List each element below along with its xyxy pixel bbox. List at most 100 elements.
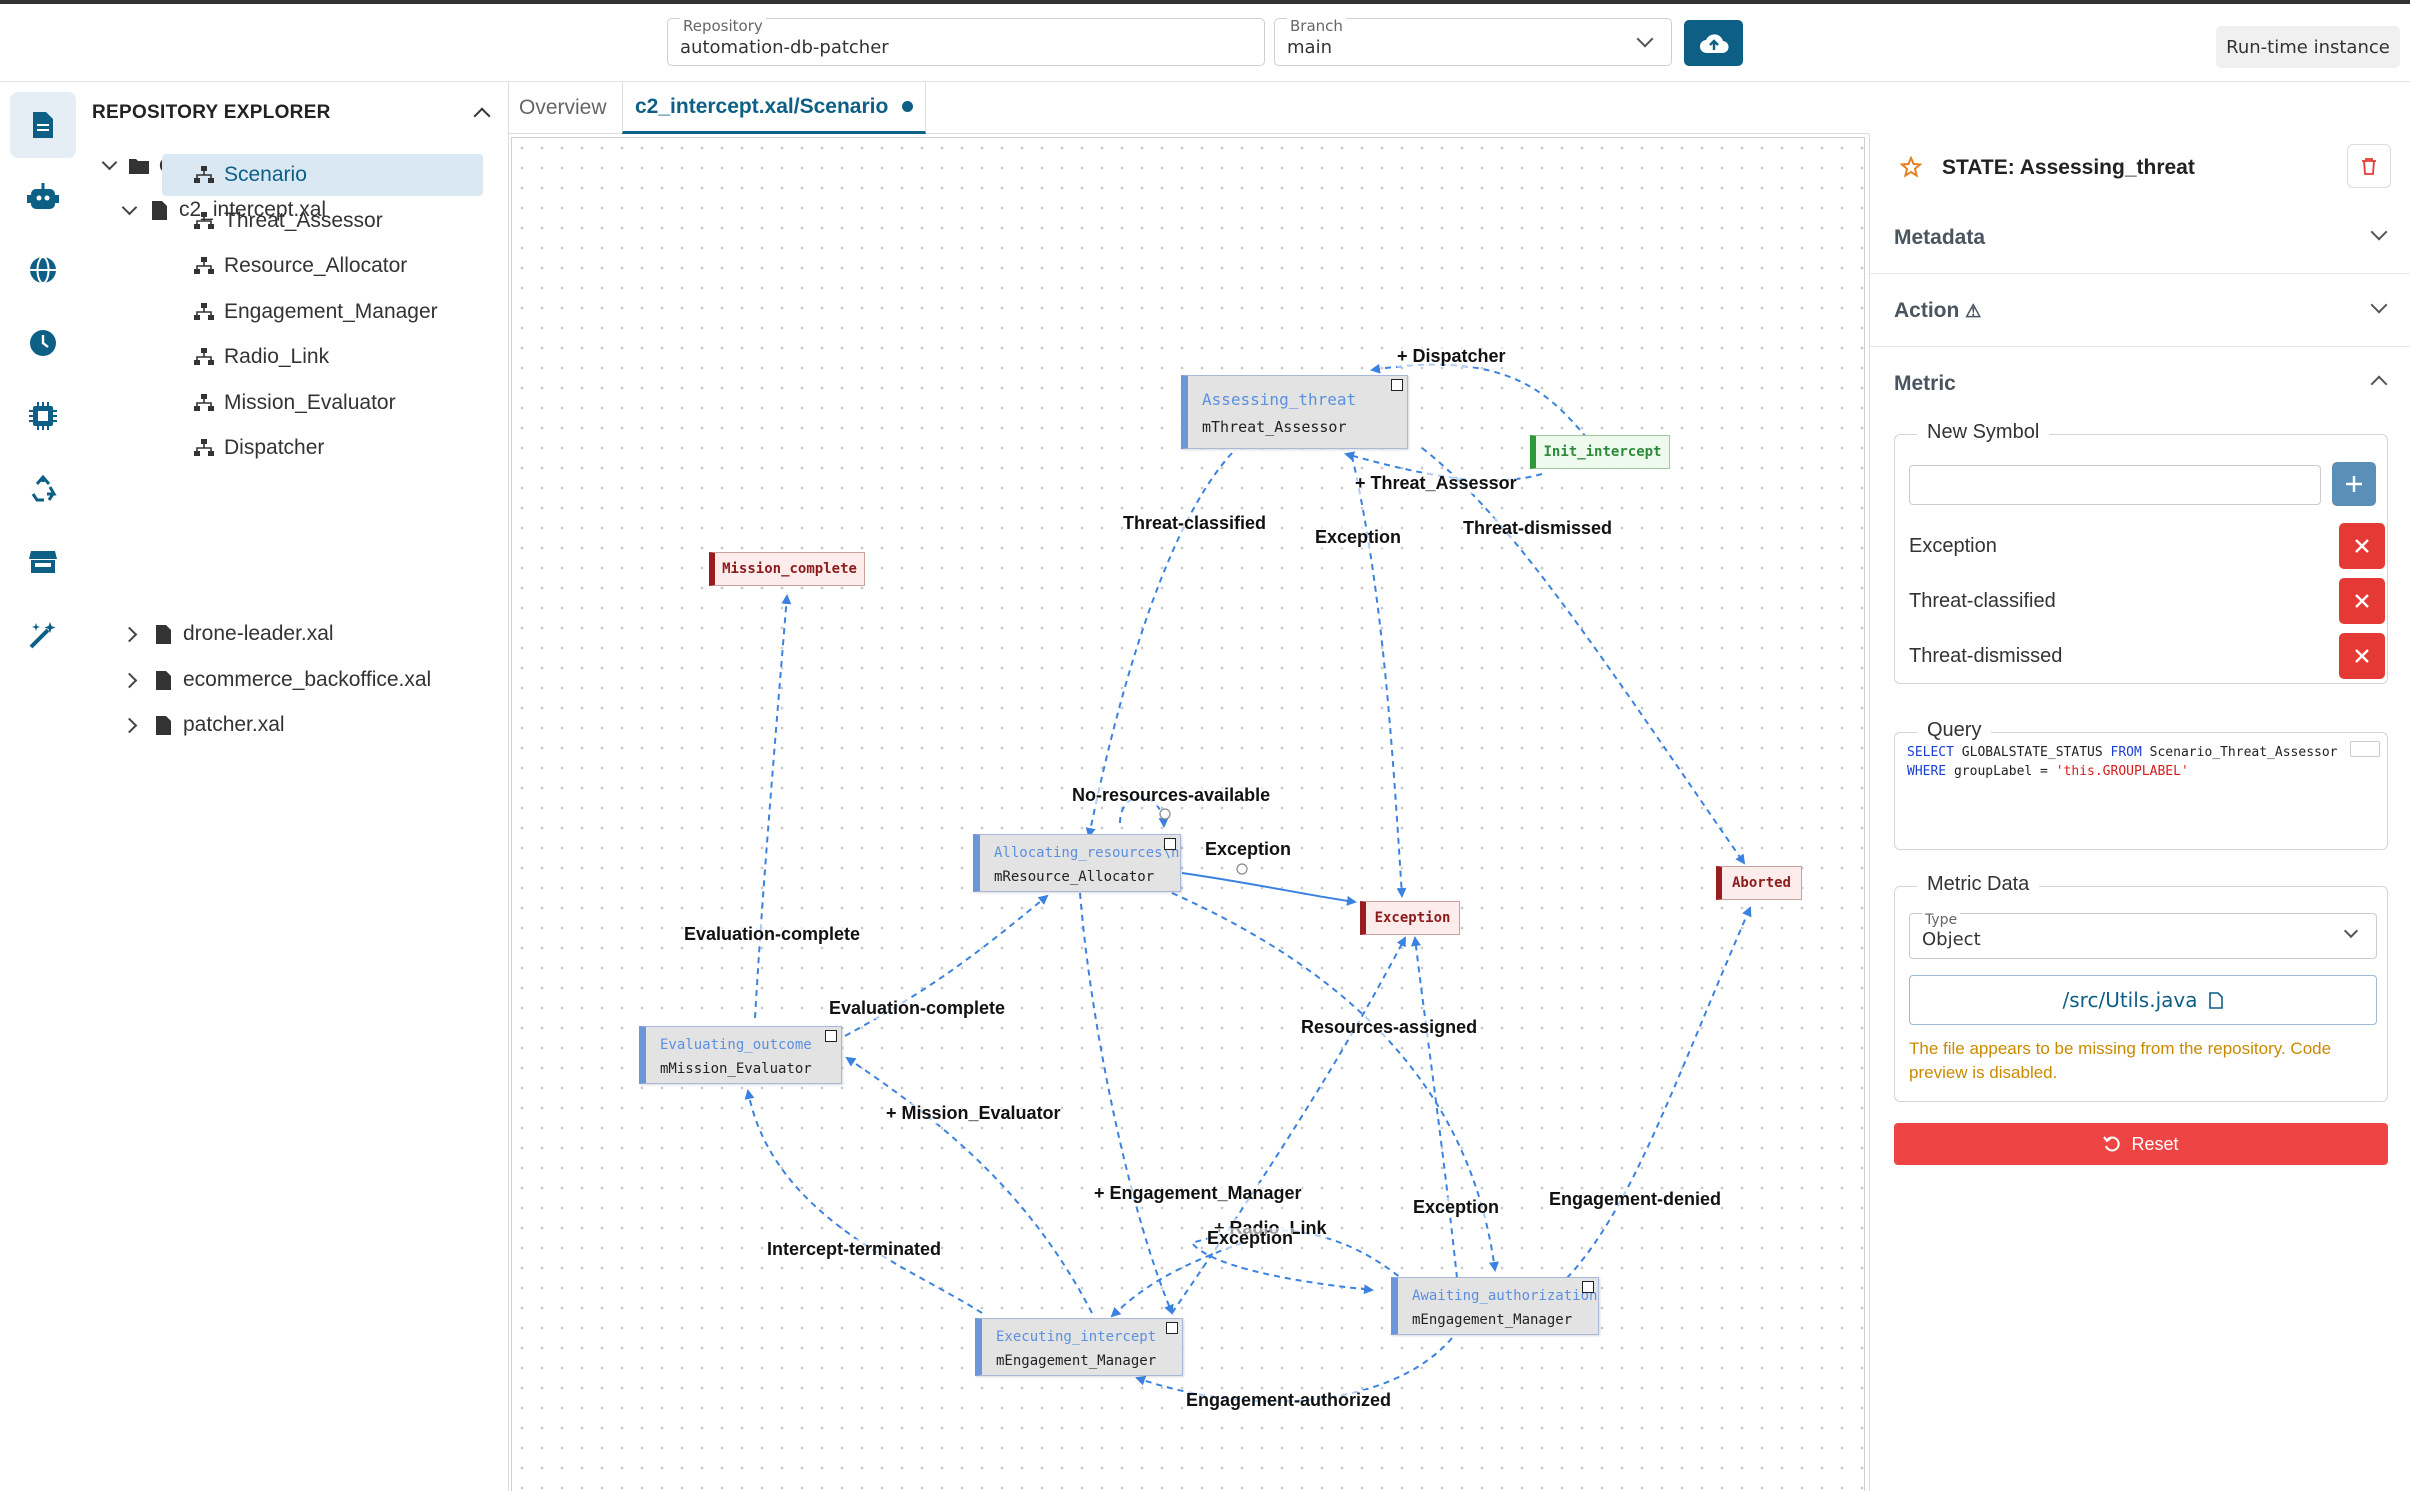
terminal-init-intercept[interactable]: Init_intercept xyxy=(1530,435,1670,469)
flow-diagram-icon xyxy=(194,392,214,414)
tree-scenario-label: Mission_Evaluator xyxy=(224,390,396,414)
tree-scenario-engagement-manager[interactable]: Engagement_Manager xyxy=(162,291,438,333)
file-icon xyxy=(2209,991,2224,1009)
delete-state-button[interactable] xyxy=(2347,144,2391,188)
tree-scenario-scenario[interactable]: Scenario xyxy=(162,154,483,196)
tree-scenario-dispatcher[interactable]: Dispatcher xyxy=(162,427,324,469)
close-icon xyxy=(2355,594,2369,608)
explorer-title: REPOSITORY EXPLORER xyxy=(92,102,331,123)
expand-toggle-icon[interactable] xyxy=(825,1030,837,1042)
file-link-button[interactable]: /src/Utils.java xyxy=(1909,975,2377,1025)
type-select[interactable]: Type Object xyxy=(1909,912,2377,959)
state-node-evaluating[interactable]: Evaluating_outcome mMission_Evaluator xyxy=(639,1026,842,1084)
chevron-down-icon xyxy=(2370,223,2388,241)
recycle-icon[interactable] xyxy=(10,456,76,522)
edge-allocating-executing xyxy=(1079,892,1174,1315)
diagram-canvas[interactable]: Assessing_threat mThreat_Assessor Alloca… xyxy=(511,137,1865,1491)
branch-select[interactable]: Branch main xyxy=(1274,17,1672,66)
unsaved-dot-icon xyxy=(902,101,914,112)
edge-label: Resources-assigned xyxy=(1301,1017,1478,1038)
terminal-mission-complete[interactable]: Mission_complete xyxy=(709,552,865,586)
reset-button[interactable]: Reset xyxy=(1894,1123,2388,1165)
terminal-aborted[interactable]: Aborted xyxy=(1716,866,1802,900)
tree-file-drone-leader[interactable]: drone-leader.xal xyxy=(121,612,334,656)
plus-icon xyxy=(2346,476,2362,492)
add-symbol-button[interactable] xyxy=(2332,462,2376,506)
store-icon[interactable] xyxy=(10,529,76,595)
edge-label: Engagement-authorized xyxy=(1186,1390,1392,1411)
edge-label: Evaluation-complete xyxy=(684,924,861,945)
remove-symbol-button[interactable] xyxy=(2339,633,2385,679)
tree-scenario-radio-link[interactable]: Radio_Link xyxy=(162,336,329,378)
star-icon[interactable] xyxy=(1899,155,1923,182)
runtime-instance-button[interactable]: Run-time instance xyxy=(2216,26,2400,68)
expand-toggle-icon[interactable] xyxy=(1582,1281,1594,1293)
accordion-metric[interactable]: Metric xyxy=(1870,348,2410,420)
new-symbol-input[interactable] xyxy=(1909,465,2321,505)
tree-file-ecommerce[interactable]: ecommerce_backoffice.xal xyxy=(121,658,431,702)
tree-scenario-resource-allocator[interactable]: Resource_Allocator xyxy=(162,245,407,287)
edge-label: + Mission_Evaluator xyxy=(886,1103,1061,1124)
tree-scenario-threat-assessor[interactable]: Threat_Assessor xyxy=(162,200,383,242)
tree-file-label: drone-leader.xal xyxy=(183,622,334,645)
type-value: Object xyxy=(1922,929,1981,950)
edge-threat-dismissed xyxy=(1421,447,1746,865)
edge-label: Threat-dismissed xyxy=(1463,518,1613,539)
state-node-awaiting[interactable]: Awaiting_authorization mEngagement_Manag… xyxy=(1391,1277,1599,1335)
magic-wand-icon[interactable] xyxy=(10,602,76,668)
tree-file-label: c2_intercept.xal xyxy=(179,198,327,221)
chip-icon[interactable] xyxy=(10,383,76,449)
remove-symbol-button[interactable] xyxy=(2339,578,2385,624)
tree-scenario-mission-evaluator[interactable]: Mission_Evaluator xyxy=(162,382,396,424)
document-icon[interactable] xyxy=(10,92,76,158)
remove-symbol-button[interactable] xyxy=(2339,523,2385,569)
edge-mission-evaluator xyxy=(845,1056,1093,1314)
accordion-label: Action ⚠ xyxy=(1894,299,1982,322)
edge-handle-icon xyxy=(1236,863,1248,875)
file-icon xyxy=(149,199,169,221)
file-link-label: /src/Utils.java xyxy=(2062,988,2198,1012)
expand-toggle-icon[interactable] xyxy=(1391,379,1403,391)
tab-scenario[interactable]: c2_intercept.xal/Scenario xyxy=(622,82,927,134)
edge-label: Exception xyxy=(1315,527,1402,548)
state-node-assessing[interactable]: Assessing_threat mThreat_Assessor xyxy=(1181,375,1408,449)
symbol-label: Exception xyxy=(1909,535,1997,557)
chevron-right-icon xyxy=(121,626,138,642)
edge-awaiting-executing xyxy=(1135,1337,1453,1403)
new-symbol-legend: New Symbol xyxy=(1917,421,2050,444)
accordion-action[interactable]: Action ⚠ xyxy=(1870,275,2410,347)
symbol-row: Threat-dismissed xyxy=(1909,633,2385,681)
flow-diagram-icon xyxy=(194,346,214,368)
edge-label: Intercept-terminated xyxy=(767,1239,942,1260)
state-node-allocating[interactable]: Allocating_resources\n mResource_Allocat… xyxy=(973,834,1181,892)
globe-icon[interactable] xyxy=(10,237,76,303)
branch-label: Branch xyxy=(1287,17,1346,35)
tab-overview[interactable]: Overview xyxy=(519,96,607,119)
tree-scenario-label: Resource_Allocator xyxy=(224,254,408,277)
expand-toggle-icon[interactable] xyxy=(1166,1322,1178,1334)
chevron-up-icon[interactable] xyxy=(473,107,491,125)
robot-icon[interactable] xyxy=(10,164,76,230)
metric-data-group: Metric Data Type Object /src/Utils.java … xyxy=(1894,873,2388,1102)
upload-button[interactable] xyxy=(1684,20,1743,66)
panel-title: STATE: Assessing_threat xyxy=(1942,156,2195,179)
editor-tabs: Overview c2_intercept.xal/Scenario xyxy=(509,82,1869,134)
warning-icon: ⚠ xyxy=(1965,301,1982,321)
expand-toggle-icon[interactable] xyxy=(1164,838,1176,850)
reset-label: Reset xyxy=(2131,1133,2179,1154)
properties-panel: STATE: Assessing_threat Metadata Action … xyxy=(1869,134,2410,1491)
accordion-metadata[interactable]: Metadata xyxy=(1870,202,2410,274)
edge-exception-b xyxy=(1181,872,1357,906)
tree-file-patcher[interactable]: patcher.xal xyxy=(121,703,285,747)
clock-icon[interactable] xyxy=(10,310,76,376)
repository-field[interactable]: Repository automation-db-patcher xyxy=(667,17,1265,66)
tree-file-c2-intercept[interactable]: c2_intercept.xal xyxy=(121,188,327,232)
state-node-executing[interactable]: Executing_intercept mEngagement_Manager xyxy=(975,1318,1183,1376)
tree-scenario-label: Engagement_Manager xyxy=(224,299,438,323)
query-editor[interactable]: SELECT GLOBALSTATE_STATUS FROM Scenario_… xyxy=(1907,745,2338,779)
close-icon xyxy=(2355,649,2369,663)
terminal-exception[interactable]: Exception xyxy=(1360,901,1460,935)
state-title: Assessing_threat xyxy=(1202,390,1357,409)
